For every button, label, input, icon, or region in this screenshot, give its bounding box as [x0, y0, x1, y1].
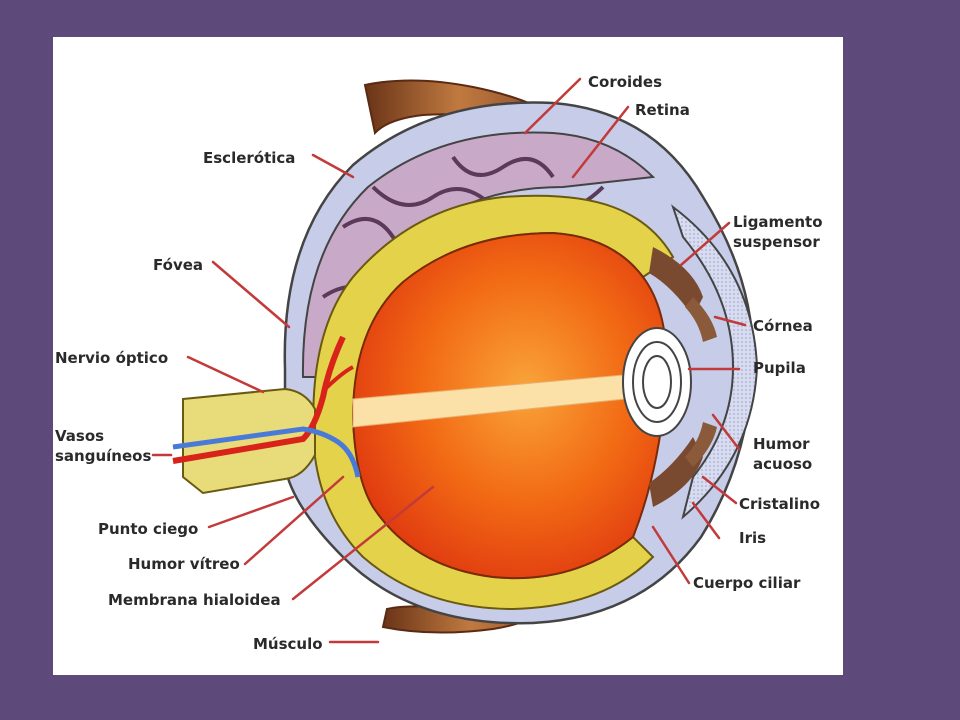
iris-upper — [685, 297, 717, 342]
label-membrana-hialoidea: Membrana hialoidea — [108, 591, 281, 609]
label-acuoso: acuoso — [753, 455, 812, 473]
lens-ring-2 — [642, 355, 672, 409]
label-retina: Retina — [635, 101, 690, 119]
label-fovea: Fóvea — [153, 256, 203, 274]
label-ligamento: Ligamento — [733, 213, 823, 231]
diagram-panel: Coroides Retina Esclerótica Ligamento su… — [53, 37, 843, 675]
label-suspensor: suspensor — [733, 233, 820, 251]
artery-branch — [323, 365, 354, 391]
artery — [172, 335, 346, 464]
lens-ring-1 — [632, 341, 682, 423]
ciliary-body — [649, 247, 703, 317]
label-cristalino: Cristalino — [739, 495, 820, 513]
label-coroides: Coroides — [588, 73, 662, 91]
label-humor: Humor — [753, 435, 810, 453]
label-humor-vitreo: Humor vítreo — [128, 555, 240, 573]
label-punto-ciego: Punto ciego — [98, 520, 198, 538]
label-iris: Iris — [739, 529, 766, 547]
label-vasos: Vasos — [55, 427, 104, 445]
label-nervio-optico: Nervio óptico — [55, 349, 168, 367]
label-cornea: Córnea — [753, 317, 813, 335]
label-sanguineos: sanguíneos — [55, 447, 151, 465]
iris-lower — [685, 422, 717, 467]
label-cuerpo-ciliar: Cuerpo ciliar — [693, 574, 801, 592]
label-pupila: Pupila — [753, 359, 806, 377]
leader-lines — [151, 77, 747, 644]
eye-diagram: Coroides Retina Esclerótica Ligamento su… — [55, 73, 823, 653]
vein — [172, 426, 361, 478]
label-musculo: Músculo — [253, 635, 323, 653]
optic-nerve — [182, 387, 316, 495]
label-esclerotica: Esclerótica — [203, 149, 295, 167]
